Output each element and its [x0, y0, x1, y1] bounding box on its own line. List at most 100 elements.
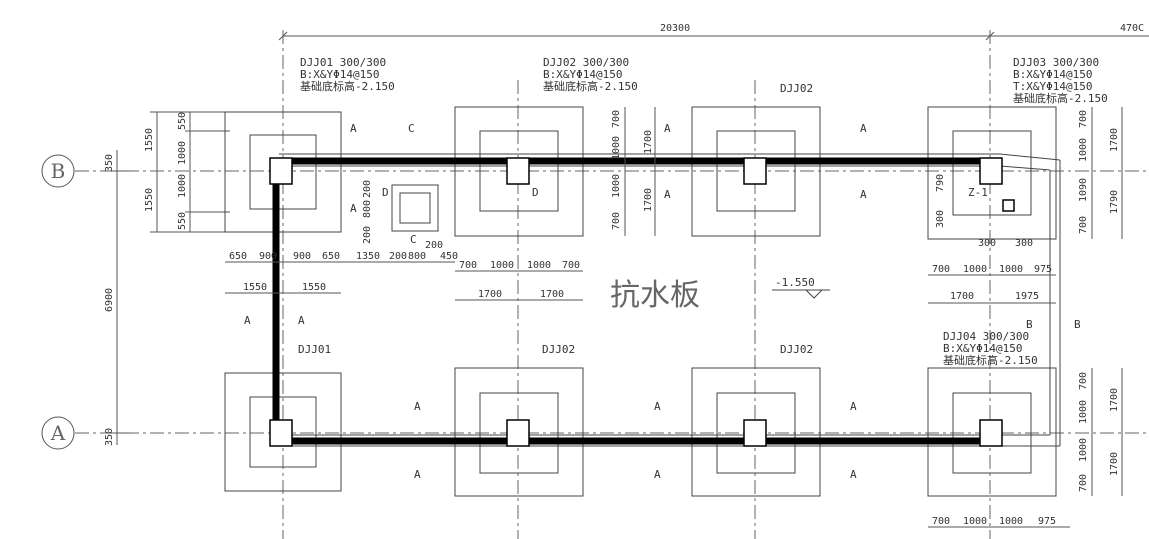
label-dj01: DJJ01 300/300 B:X&YΦ14@150 基础底标高-2.150 — [300, 56, 395, 93]
drawing-annotation: 1000 — [490, 260, 514, 271]
dim-6900: 6900 — [104, 288, 115, 312]
drawing-annotation: 1000 — [611, 136, 622, 160]
drawing-annotation: 300 — [935, 210, 946, 228]
axis-a-bubble: A — [41, 416, 75, 450]
ground-beams — [272, 157, 1000, 445]
drawing-annotation: 1000 — [1078, 400, 1089, 424]
drawing-annotation: 700 — [1078, 474, 1089, 492]
label-dj02-a3: DJJ02 — [780, 343, 813, 356]
drawing-annotation: 1000 — [611, 174, 622, 198]
drawing-annotation: 650 — [229, 251, 247, 262]
drawing-annotation: 700 — [1078, 110, 1089, 128]
center-label: 抗水板 — [610, 278, 700, 313]
drawing-annotation: A — [350, 122, 357, 135]
drawing-annotation: 1700 — [1109, 388, 1120, 412]
drawing-annotation: 300 — [1015, 238, 1033, 249]
drawing-annotation: 1700 — [1109, 128, 1120, 152]
drawing-annotation: 1700 — [1109, 452, 1120, 476]
dim-1000-down: 1000 — [177, 174, 188, 198]
dim-350-b: 350 — [104, 154, 115, 172]
dim-1550-down: 1550 — [144, 188, 155, 212]
drawing-annotation: A — [850, 468, 857, 481]
dj02-line1: DJJ02 300/300 — [543, 56, 629, 69]
mid-dimension-lines — [225, 107, 1123, 528]
dj01-line3: 基础底标高-2.150 — [300, 79, 395, 93]
drawing-annotation: 450 — [440, 251, 458, 262]
drawing-annotation: B — [1074, 318, 1081, 331]
drawing-annotation: 1350 — [356, 251, 380, 262]
drawing-annotation: 700 — [932, 264, 950, 275]
dj03-line4: 基础底标高-2.150 — [1013, 91, 1108, 105]
drawing-annotation: A — [860, 122, 867, 135]
axis-b-bubble: B — [41, 154, 75, 188]
drawing-annotation: 700 — [562, 260, 580, 271]
drawing-annotation: C — [410, 233, 417, 246]
dj03-line3: T:X&YΦ14@150 — [1013, 80, 1092, 93]
drawing-annotation: 1000 — [963, 264, 987, 275]
drawing-annotation: A — [664, 188, 671, 201]
dj03-line2: B:X&YΦ14@150 — [1013, 68, 1092, 81]
drawing-annotation: 1700 — [540, 289, 564, 300]
drawing-annotation: A — [654, 468, 661, 481]
drawing-annotation: 700 — [611, 212, 622, 230]
dim-350-a: 350 — [104, 428, 115, 446]
drawing-annotation: 1700 — [643, 130, 654, 154]
drawing-annotation: 1550 — [302, 282, 326, 293]
drawing-annotation: 1000 — [963, 516, 987, 527]
drawing-annotation: A — [414, 400, 421, 413]
drawing-annotation: 975 — [1038, 516, 1056, 527]
drawing-annotation: 700 — [611, 110, 622, 128]
drawing-annotation: A — [414, 468, 421, 481]
dj02-line2: B:X&YΦ14@150 — [543, 68, 622, 81]
bottom-dims: 700 1000 1000 975 — [932, 516, 1056, 527]
drawing-annotation: 900 — [293, 251, 311, 262]
dj01-line1: DJJ01 300/300 — [300, 56, 386, 69]
left-dimensions — [110, 111, 230, 445]
drawing-annotation: 200 — [362, 180, 373, 198]
drawing-annotation: 1000 — [999, 264, 1023, 275]
dim-550-up: 550 — [177, 112, 188, 130]
left-mid-dims: 650 900 900 650 1350 200 800 450 1550 15… — [229, 251, 458, 293]
columns — [269, 157, 1015, 447]
pit-dims: 200 800 200 200 — [362, 180, 443, 251]
section-marks: A C A C D D A A A A A A A A A A A A B B … — [244, 122, 1081, 481]
drawing-annotation: 300 — [978, 238, 996, 249]
axis-a-label: A — [50, 421, 66, 445]
axis-b-label: B — [51, 159, 66, 183]
drawing-annotation: 700 — [932, 516, 950, 527]
dj01-line2: B:X&YΦ14@150 — [300, 68, 379, 81]
dim-1000-up: 1000 — [177, 141, 188, 165]
drawing-annotation: 800 — [408, 251, 426, 262]
dj03-line1: DJJ03 300/300 — [1013, 56, 1099, 69]
grid-lines — [75, 30, 1149, 539]
dim-4700: 470C — [1120, 23, 1144, 34]
col2-dims: 700 1000 1000 700 1700 1700 700 1000 100… — [459, 110, 654, 300]
drawing-annotation: 1700 — [643, 188, 654, 212]
drawing-annotation: 1550 — [243, 282, 267, 293]
drawing-annotation: 1000 — [1078, 438, 1089, 462]
drawing-annotation: 1700 — [950, 291, 974, 302]
drawing-annotation: 900 — [259, 251, 277, 262]
drawing-annotation: 1000 — [999, 516, 1023, 527]
drawing-annotation: 200 — [362, 226, 373, 244]
drawing-annotation: A — [350, 202, 357, 215]
drawing-annotation: 700 — [1078, 216, 1089, 234]
drawing-annotation: 650 — [322, 251, 340, 262]
drawing-annotation: A — [850, 400, 857, 413]
drawing-annotation: 700 — [459, 260, 477, 271]
dj04-line1: DJJ04 300/300 — [943, 330, 1029, 343]
label-dj02-a2: DJJ02 — [542, 343, 575, 356]
dim-1550-up: 1550 — [144, 128, 155, 152]
drawing-annotation: 975 — [1034, 264, 1052, 275]
drawing-annotation: 1700 — [478, 289, 502, 300]
right-dims: 700 1000 1000 975 1700 1975 790 300 300 … — [932, 110, 1120, 492]
drawing-annotation: A — [860, 188, 867, 201]
top-dimension — [278, 31, 1149, 41]
drawing-annotation: D — [382, 186, 389, 199]
drawing-annotation: 1000 — [1078, 138, 1089, 162]
label-dj03: DJJ03 300/300 B:X&YΦ14@150 T:X&YΦ14@150 … — [1013, 56, 1108, 105]
footings — [224, 106, 1057, 497]
label-dj02-b3: DJJ02 — [780, 82, 813, 95]
drawing-annotation: 1975 — [1015, 291, 1039, 302]
